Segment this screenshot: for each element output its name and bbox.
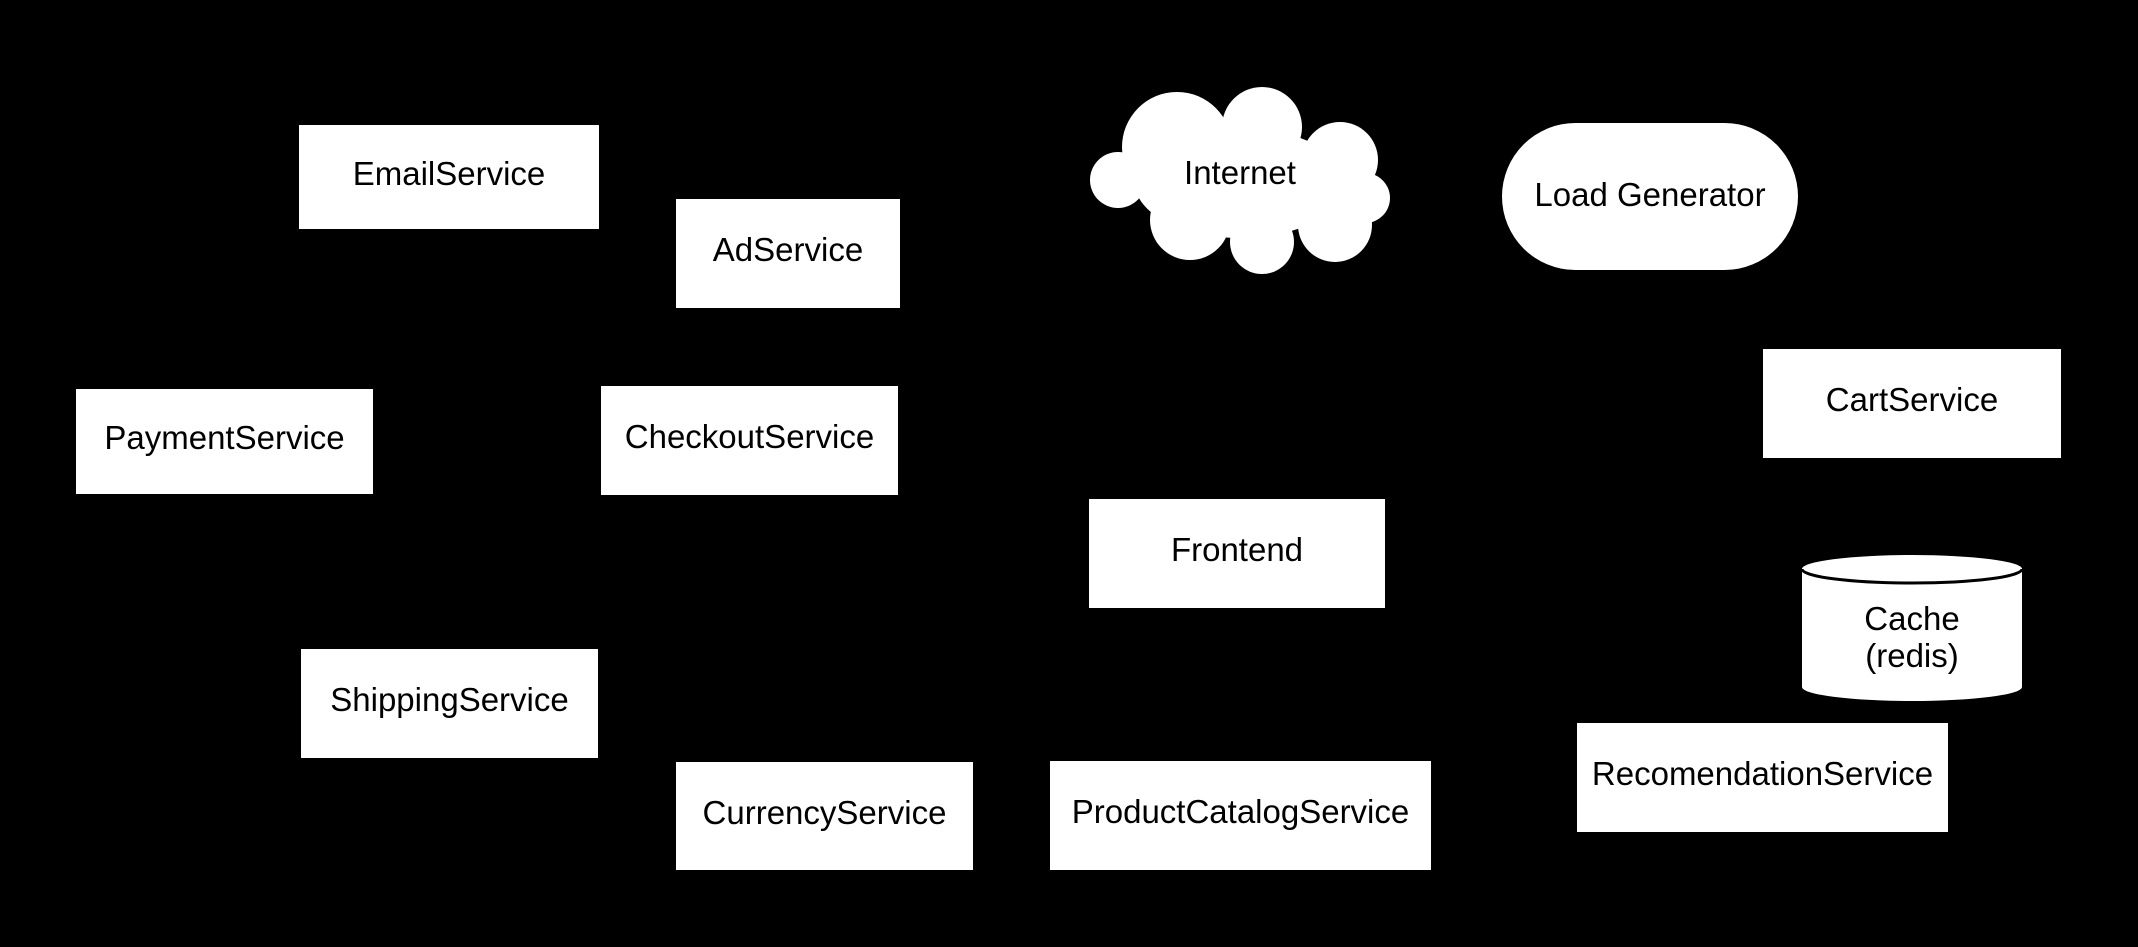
node-shipping-service: ShippingService [301,649,598,758]
node-cache-label-line1: Cache [1864,600,1960,637]
node-ad-service: AdService [676,199,900,308]
node-payment-service-label: PaymentService [104,419,345,457]
node-checkout-service: CheckoutService [601,386,898,495]
node-cache: Cache (redis) [1801,554,2023,702]
node-product-catalog-service: ProductCatalogService [1050,761,1431,870]
node-load-generator-label: Load Generator [1534,175,1766,213]
node-recommendation-service: RecomendationService [1577,723,1948,832]
node-email-service-label: EmailService [352,154,546,192]
node-payment-service: PaymentService [76,389,373,494]
node-cart-service: CartService [1763,349,2061,458]
node-internet-label: Internet [1184,154,1296,191]
cache-cylinder-icon [1801,555,2023,701]
node-internet: Internet [1090,85,1390,275]
node-shipping-service-label: ShippingService [330,681,569,719]
node-currency-service-label: CurrencyService [702,793,947,831]
node-currency-service: CurrencyService [676,762,973,870]
node-frontend-label: Frontend [1170,531,1304,569]
node-cache-label-line2: (redis) [1865,637,1959,674]
internet-cloud-icon [1090,87,1390,274]
node-product-catalog-service-label: ProductCatalogService [1071,793,1410,831]
node-frontend: Frontend [1089,499,1385,608]
node-checkout-service-label: CheckoutService [624,418,875,456]
node-email-service: EmailService [299,125,599,229]
node-recommendation-service-label: RecomendationService [1591,755,1934,793]
node-ad-service-label: AdService [712,231,864,269]
node-load-generator: Load Generator [1502,123,1798,270]
node-cart-service-label: CartService [1825,381,1999,419]
